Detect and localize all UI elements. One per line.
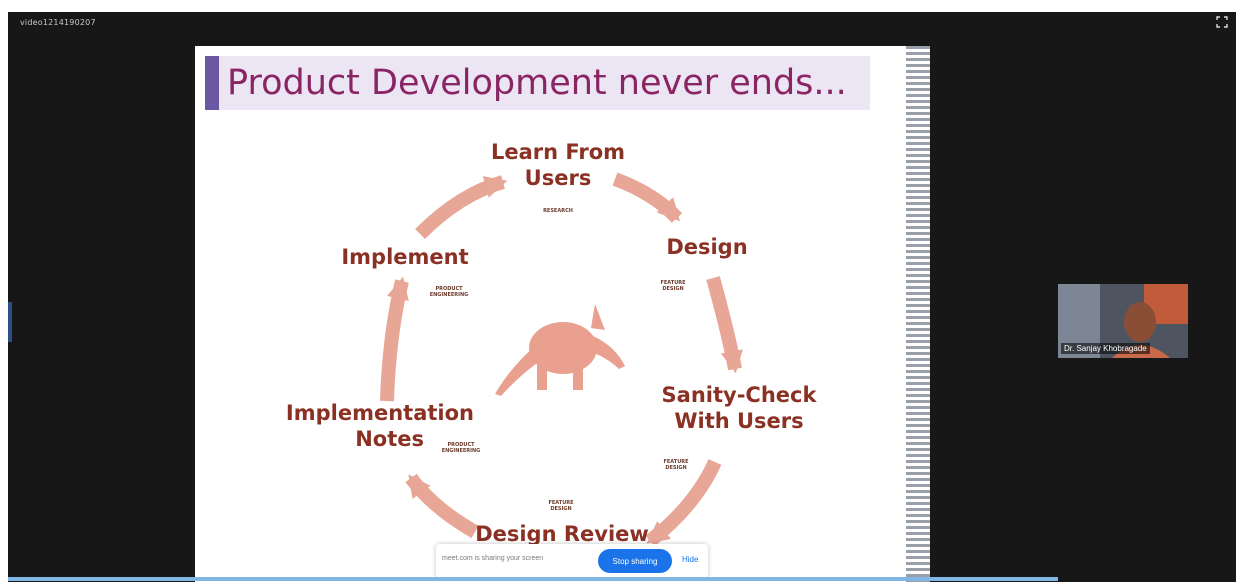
slide-edge-stripes [906, 46, 930, 582]
stage-tag-line: FEATURE [663, 459, 689, 465]
participant-video-tile[interactable]: Dr. Sanjay Khobragade [1058, 284, 1188, 358]
cycle-arrow-4 [405, 473, 479, 539]
participant-name-label: Dr. Sanjay Khobragade [1061, 343, 1150, 354]
stage-label-line: Notes [355, 427, 424, 451]
cycle-diagram: Learn From Users RESEARCH Design FEATURE… [286, 140, 818, 547]
stage-tag-line: DESIGN [662, 286, 683, 292]
cycle-arrow-1 [612, 172, 683, 223]
stage-tag-line: ENGINEERING [442, 448, 481, 454]
stage-label-line: Design Review [475, 522, 649, 546]
aardvark-icon [495, 304, 625, 396]
stage-design: Design FEATURE DESIGN [660, 235, 747, 292]
stage-implement: Implement PRODUCT ENGINEERING [341, 245, 468, 298]
shared-slide: Product Development never ends... [195, 46, 930, 582]
bottom-progress-strip [8, 577, 1058, 581]
stop-sharing-button[interactable]: Stop sharing [598, 549, 672, 573]
stage-tag-line: RESEARCH [543, 208, 573, 214]
stage-label-line: Implementation [286, 401, 474, 425]
screen-share-bar: meet.com is sharing your screen Stop sha… [436, 544, 708, 578]
stage-label-line: Learn From [491, 140, 625, 164]
expand-icon[interactable] [1216, 16, 1228, 28]
meeting-window: video1214190207 Product Development neve… [8, 12, 1236, 582]
slide-title-bar: Product Development never ends... [205, 56, 870, 110]
cycle-arrow-2 [706, 276, 743, 374]
stage-tag-line: DESIGN [665, 465, 686, 471]
stage-tag-line: DESIGN [550, 506, 571, 512]
stage-sanity-check: Sanity-Check With Users FEATURE DESIGN [662, 383, 818, 471]
stage-label-line: Users [525, 166, 592, 190]
cycle-arrow-5 [380, 276, 409, 402]
stage-label-line: Design [666, 235, 747, 259]
share-status-text: meet.com is sharing your screen [442, 555, 544, 562]
stage-label-line: With Users [674, 409, 803, 433]
stage-tag-line: FEATURE [660, 280, 686, 286]
stage-label-line: Sanity-Check [662, 383, 818, 407]
hide-button[interactable]: Hide [682, 555, 699, 564]
stage-tag-line: FEATURE [548, 500, 574, 506]
stage-tag-line: PRODUCT [435, 286, 463, 292]
stage-tag-line: ENGINEERING [430, 292, 469, 298]
left-edge-marker [8, 302, 12, 342]
cycle-arrow-3 [645, 459, 722, 547]
stage-design-review: FEATURE DESIGN Design Review [475, 500, 649, 546]
title-accent-bar [205, 56, 219, 110]
stage-tag-line: PRODUCT [447, 442, 475, 448]
cycle-arrow-6 [415, 175, 508, 239]
stage-implementation-notes: Implementation Notes PRODUCT ENGINEERING [286, 401, 480, 454]
stage-learn-from-users: Learn From Users RESEARCH [491, 140, 625, 214]
slide-title: Product Development never ends... [227, 63, 847, 103]
stage-label-line: Implement [341, 245, 468, 269]
window-title: video1214190207 [20, 18, 96, 27]
